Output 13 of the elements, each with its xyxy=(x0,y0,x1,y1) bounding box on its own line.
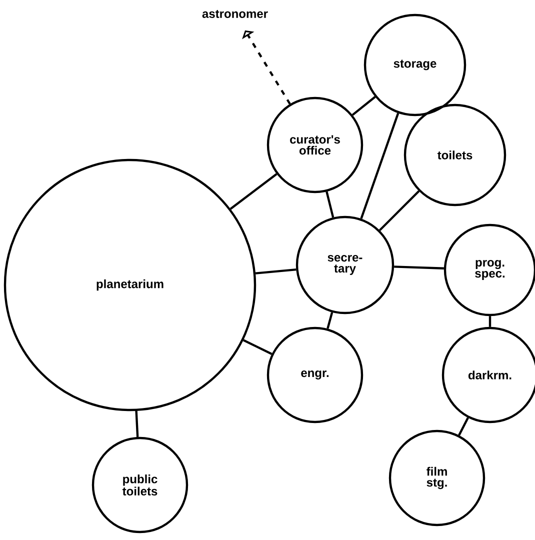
connector-line xyxy=(326,312,334,329)
connector-line xyxy=(378,190,420,232)
connector-line xyxy=(326,191,334,218)
connector-line xyxy=(488,316,492,327)
connector-line xyxy=(135,410,139,438)
connector-line xyxy=(352,96,376,116)
connector-line xyxy=(360,112,400,220)
connector-line xyxy=(458,417,469,436)
connector-line xyxy=(230,173,278,210)
room-label: astronomer xyxy=(202,10,268,18)
connector-line xyxy=(242,339,272,355)
connector-line xyxy=(255,268,296,274)
connector-line xyxy=(394,266,444,270)
